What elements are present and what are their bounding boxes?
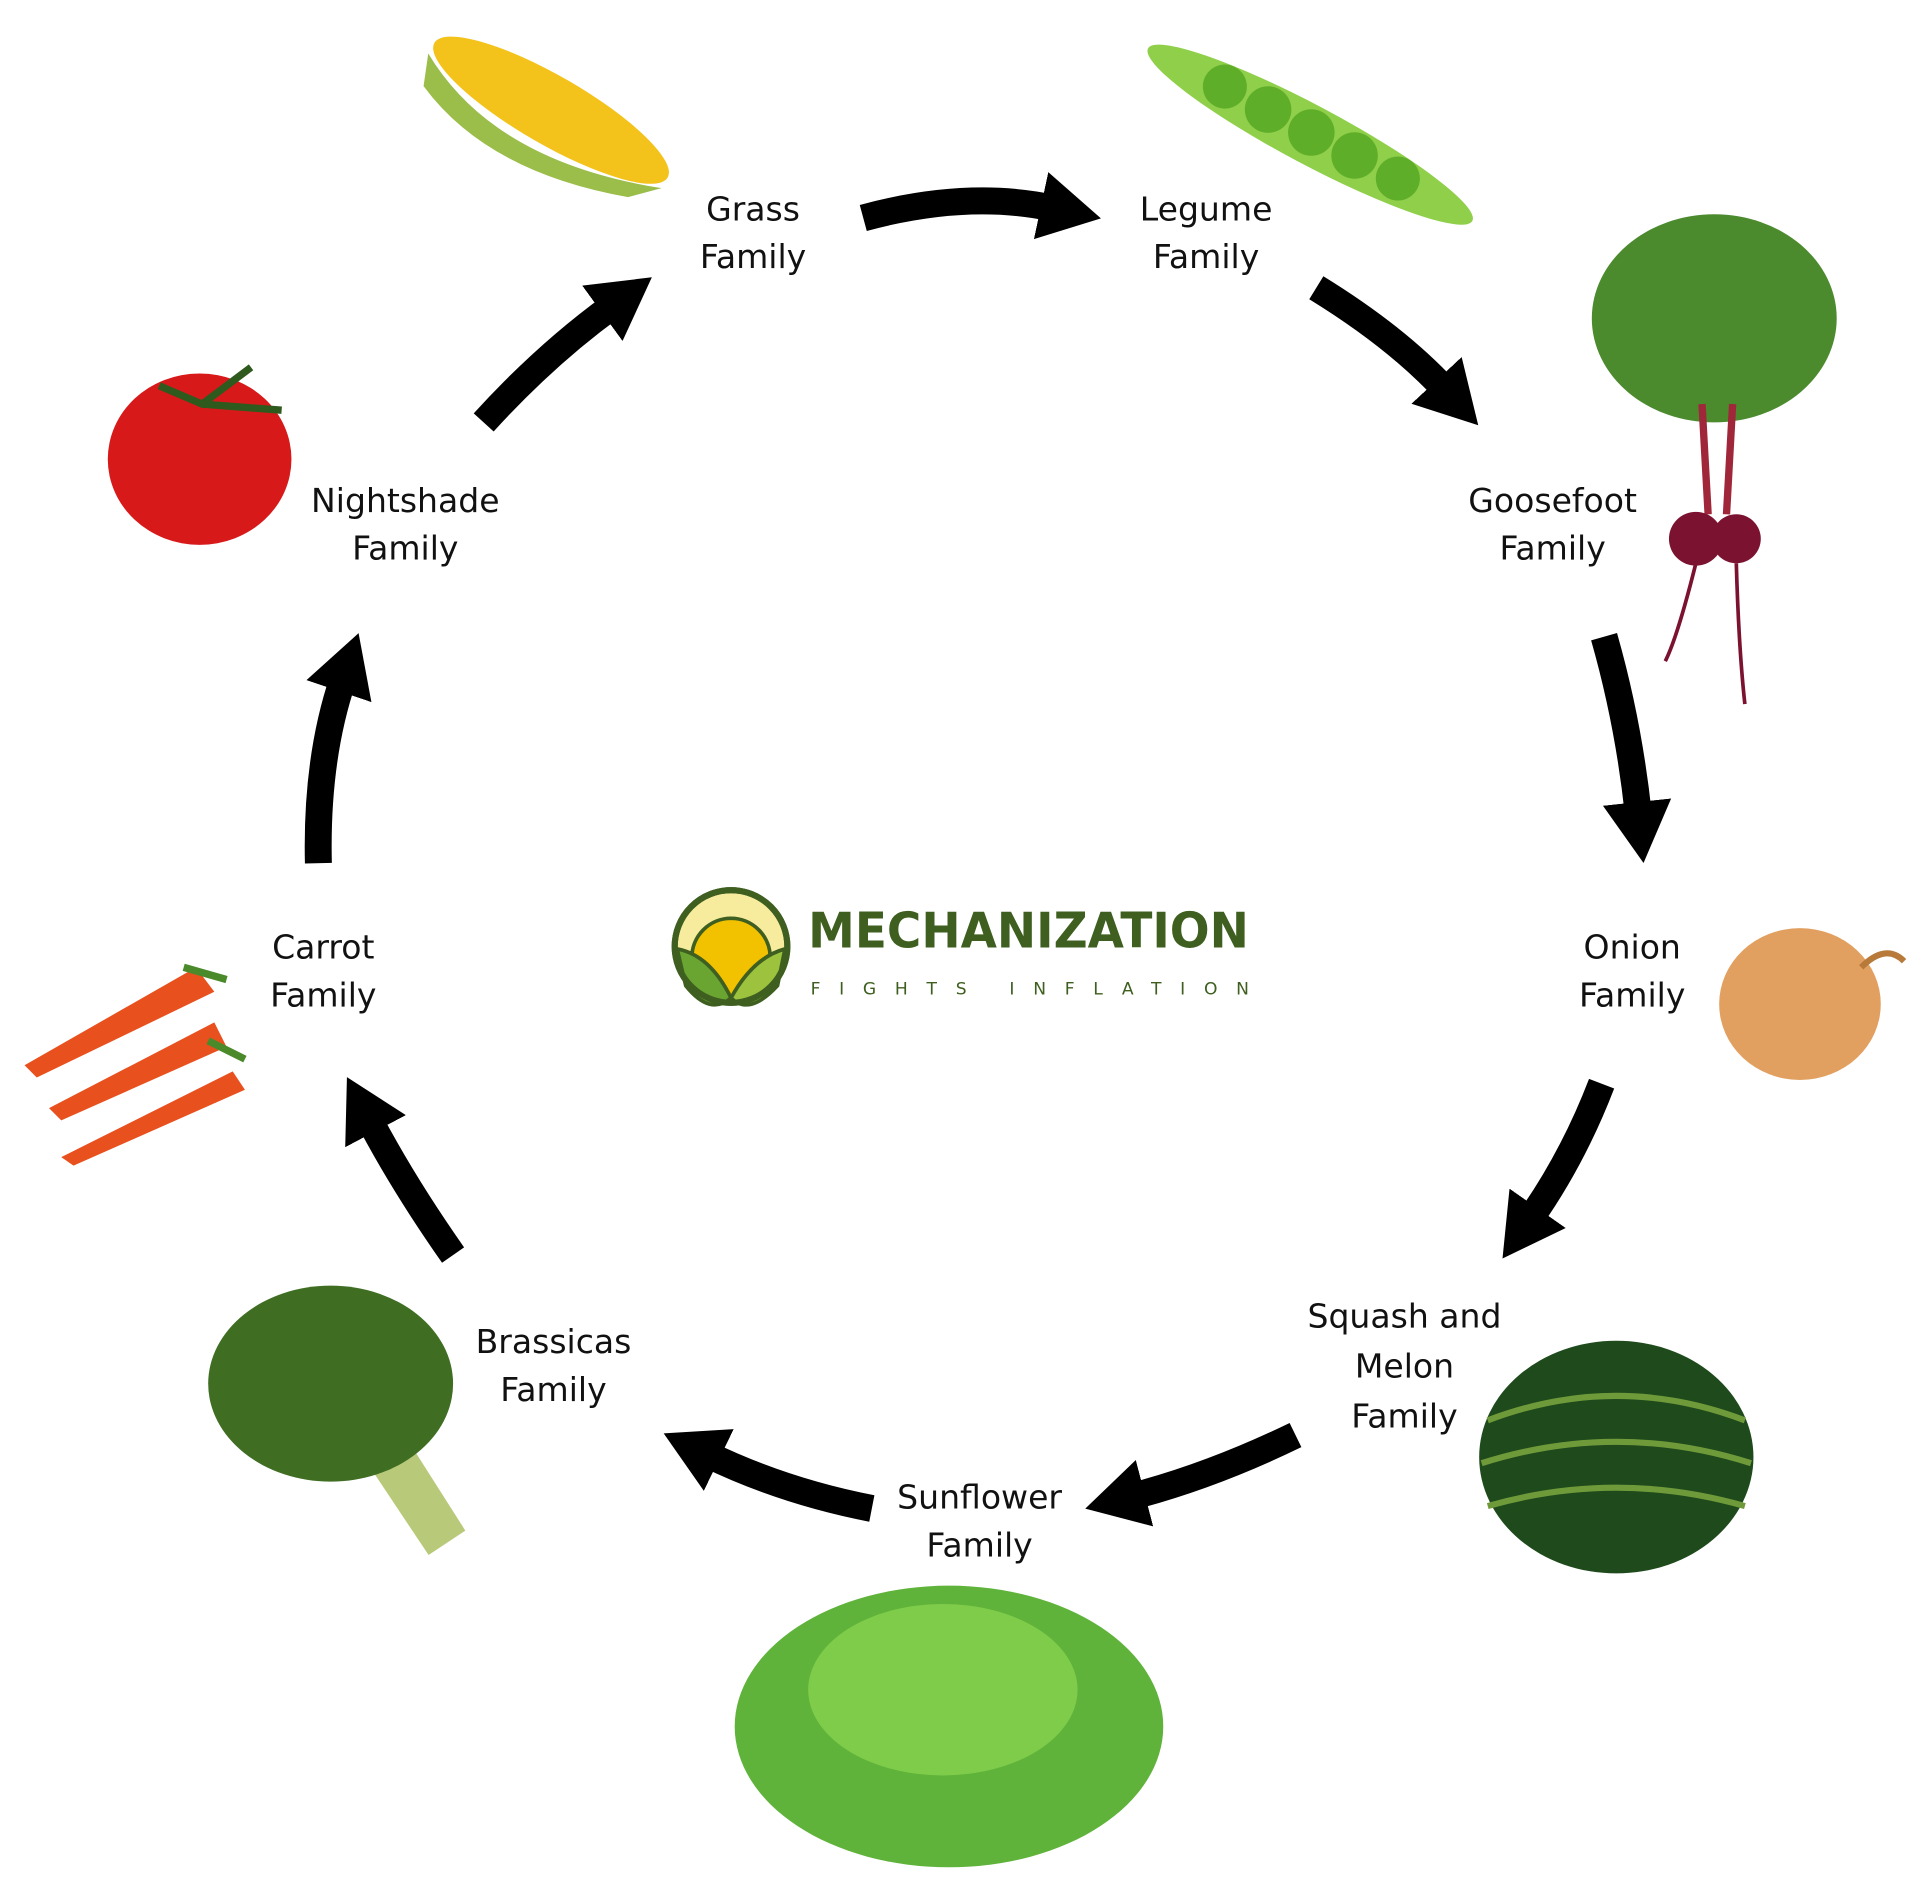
label-brassicas-family: Brassicas Family: [476, 1322, 632, 1409]
label-grass-family: Grass Family: [700, 189, 806, 276]
arrow-sunflower-to-brassicas: [663, 1429, 875, 1522]
svg-text:Brassicas: Brassicas: [476, 1322, 632, 1361]
svg-text:Family: Family: [1499, 529, 1605, 568]
arrow-nightshade-to-grass: [473, 277, 652, 432]
carrot-image: [24, 963, 247, 1166]
label-squash-melon-family: Squash and Melon Family: [1307, 1296, 1501, 1435]
arrow-onion-to-squash: [1502, 1078, 1615, 1259]
label-legume-family: Legume Family: [1140, 189, 1273, 276]
logo-name: MECHANIZATION: [808, 903, 1249, 960]
beet-image: [1591, 214, 1837, 705]
svg-text:Melon: Melon: [1355, 1347, 1454, 1386]
label-sunflower-family: Sunflower Family: [897, 1478, 1062, 1565]
arrow-brassicas-to-carrot: [345, 1077, 465, 1263]
svg-text:Family: Family: [352, 529, 458, 568]
svg-text:Grass: Grass: [706, 189, 800, 228]
svg-text:Legume: Legume: [1140, 189, 1273, 228]
watermelon-image: [1479, 1340, 1754, 1574]
label-carrot-family: Carrot Family: [270, 928, 376, 1015]
lettuce-image: [734, 1585, 1164, 1868]
svg-text:Sunflower: Sunflower: [897, 1478, 1062, 1517]
logo-tagline: FIGHTS INFLATION: [811, 979, 1249, 999]
svg-text:Family: Family: [1579, 975, 1685, 1014]
svg-text:Family: Family: [1351, 1397, 1457, 1436]
label-nightshade-family: Nightshade Family: [311, 481, 500, 568]
svg-text:Goosefoot: Goosefoot: [1468, 481, 1637, 520]
svg-text:Family: Family: [270, 975, 376, 1014]
svg-text:Squash and: Squash and: [1307, 1296, 1501, 1335]
mechanization-logo: MECHANIZATION FIGHTS INFLATION: [671, 887, 1249, 1007]
arrow-squash-to-sunflower: [1085, 1422, 1302, 1527]
tomato-image: [107, 364, 292, 545]
logo-emblem: [671, 887, 791, 1007]
onion-image: [1719, 928, 1907, 1080]
svg-text:Family: Family: [1153, 237, 1259, 276]
svg-text:Carrot: Carrot: [272, 928, 374, 967]
label-goosefoot-family: Goosefoot Family: [1468, 481, 1637, 568]
svg-text:Family: Family: [926, 1525, 1032, 1564]
rotation-arrows: [304, 172, 1672, 1527]
arrow-legume-to-goosefoot: [1309, 276, 1479, 426]
svg-text:Family: Family: [700, 237, 806, 276]
arrow-carrot-to-nightshade: [304, 633, 372, 864]
broccoli-image: [208, 1285, 466, 1556]
arrow-grass-to-legume: [859, 172, 1101, 240]
label-onion-family: Onion Family: [1579, 928, 1685, 1015]
pea-pod-image: [1147, 44, 1473, 225]
svg-text:Nightshade: Nightshade: [311, 481, 500, 520]
corn-image: [423, 36, 669, 198]
arrow-goosefoot-to-onion: [1591, 633, 1672, 863]
svg-text:Family: Family: [500, 1370, 606, 1409]
svg-text:Onion: Onion: [1584, 928, 1681, 967]
